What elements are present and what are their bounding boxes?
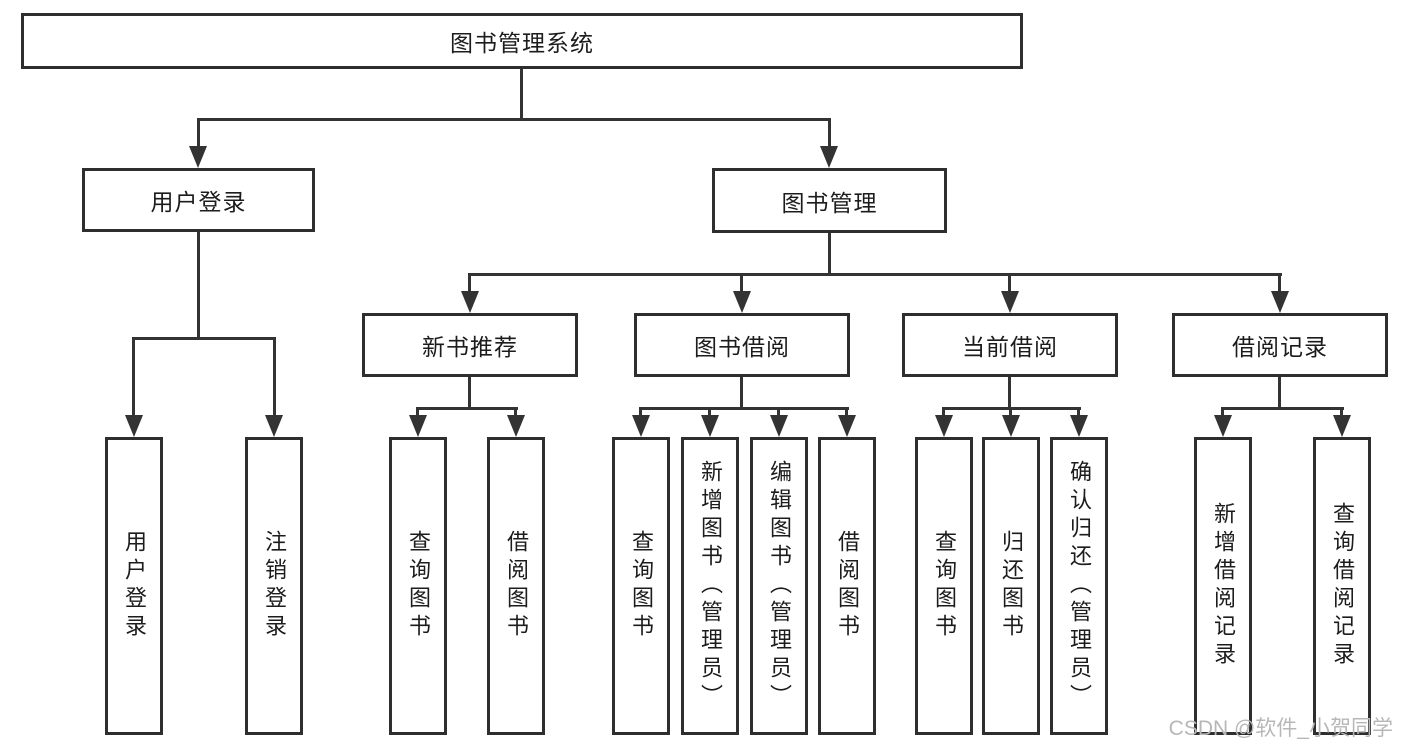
connector-line	[740, 273, 743, 291]
connector-line	[1278, 273, 1281, 291]
leaf-search-borrow-record: 查询借阅记录	[1313, 437, 1371, 735]
node-new-book-recommendation-label: 新书推荐	[422, 334, 518, 360]
connector-line	[468, 273, 471, 291]
leaf-label: 确认归还（管理员）	[1067, 460, 1092, 712]
node-user-login: 用户登录	[82, 168, 315, 232]
node-current-borrowing: 当前借阅	[902, 313, 1118, 377]
leaf-borrow-books-recommend: 借阅图书	[487, 437, 545, 735]
connector-line	[520, 69, 523, 118]
connector-line	[132, 337, 276, 340]
watermark: CSDN @软件_小贺同学	[1168, 717, 1393, 740]
connector-line	[828, 233, 831, 273]
leaf-label: 编辑图书（管理员）	[767, 460, 792, 712]
leaf-confirm-return-admin: 确认归还（管理员）	[1050, 437, 1108, 735]
connector-line	[942, 407, 945, 417]
leaf-label: 借阅图书	[835, 530, 860, 642]
node-book-borrowing: 图书借阅	[634, 313, 850, 377]
node-root: 图书管理系统	[21, 13, 1023, 69]
connector-line	[1008, 377, 1011, 407]
connector-line	[639, 407, 849, 410]
leaf-search-books-current: 查询图书	[915, 437, 973, 735]
connector-line	[1221, 407, 1224, 417]
connector-line	[468, 377, 471, 407]
arrow-down-icon	[507, 415, 525, 437]
leaf-add-borrow-record: 新增借阅记录	[1194, 437, 1252, 735]
connector-line	[1077, 407, 1080, 417]
connector-line	[514, 407, 517, 417]
arrow-down-icon	[1001, 291, 1019, 313]
connector-line	[1008, 273, 1011, 291]
arrow-down-icon	[1070, 415, 1088, 437]
connector-line	[416, 407, 419, 417]
leaf-label: 新增图书（管理员）	[698, 460, 723, 712]
node-new-book-recommendation: 新书推荐	[362, 313, 578, 377]
arrow-down-icon	[1002, 415, 1020, 437]
leaf-label: 新增借阅记录	[1211, 502, 1236, 670]
arrow-down-icon	[1333, 415, 1351, 437]
leaf-return-books: 归还图书	[982, 437, 1040, 735]
connector-line	[416, 407, 518, 410]
connector-line	[639, 407, 642, 417]
arrow-down-icon	[461, 291, 479, 313]
arrow-down-icon	[733, 291, 751, 313]
leaf-label: 借阅图书	[504, 530, 529, 642]
leaf-label: 用户登录	[122, 530, 147, 642]
connector-line	[1221, 407, 1344, 410]
leaf-label: 查询图书	[406, 530, 431, 642]
connector-line	[1009, 407, 1012, 417]
arrow-down-icon	[125, 415, 143, 437]
arrow-down-icon	[770, 415, 788, 437]
connector-line	[740, 377, 743, 407]
connector-line	[777, 407, 780, 417]
connector-line	[197, 118, 831, 121]
leaf-search-books-recommend: 查询图书	[389, 437, 447, 735]
node-borrowing-records-label: 借阅记录	[1232, 334, 1328, 360]
leaf-edit-books-admin: 编辑图书（管理员）	[750, 437, 808, 735]
node-root-label: 图书管理系统	[450, 30, 594, 56]
leaf-add-books-admin: 新增图书（管理员）	[681, 437, 739, 735]
connector-line	[845, 407, 848, 417]
node-book-management-label: 图书管理	[781, 189, 878, 216]
arrow-down-icon	[632, 415, 650, 437]
connector-line	[132, 337, 135, 415]
leaf-label: 注销登录	[262, 530, 287, 642]
arrow-down-icon	[1214, 415, 1232, 437]
connector-line	[197, 118, 200, 148]
leaf-label: 查询图书	[932, 530, 957, 642]
arrow-down-icon	[1271, 291, 1289, 313]
connector-line	[708, 407, 711, 417]
node-user-login-label: 用户登录	[150, 189, 247, 215]
node-current-borrowing-label: 当前借阅	[962, 334, 1058, 360]
node-borrowing-records: 借阅记录	[1172, 313, 1388, 377]
arrow-down-icon	[701, 415, 719, 437]
arrow-down-icon	[820, 146, 838, 168]
arrow-down-icon	[935, 415, 953, 437]
arrow-down-icon	[838, 415, 856, 437]
leaf-borrow-books: 借阅图书	[818, 437, 876, 735]
leaf-user-login: 用户登录	[105, 437, 163, 735]
connector-line	[1278, 377, 1281, 407]
leaf-logout: 注销登录	[245, 437, 303, 735]
leaf-label: 查询图书	[629, 530, 654, 642]
connector-line	[197, 232, 200, 337]
connector-line	[468, 273, 1282, 276]
connector-line	[273, 337, 276, 415]
leaf-search-books-borrowing: 查询图书	[612, 437, 670, 735]
node-book-management: 图书管理	[712, 168, 947, 233]
connector-line	[828, 118, 831, 148]
leaf-label: 查询借阅记录	[1330, 502, 1355, 670]
arrow-down-icon	[189, 146, 207, 168]
node-book-borrowing-label: 图书借阅	[694, 334, 790, 360]
connector-line	[1340, 407, 1343, 417]
arrow-down-icon	[265, 415, 283, 437]
arrow-down-icon	[409, 415, 427, 437]
leaf-label: 归还图书	[999, 530, 1024, 642]
